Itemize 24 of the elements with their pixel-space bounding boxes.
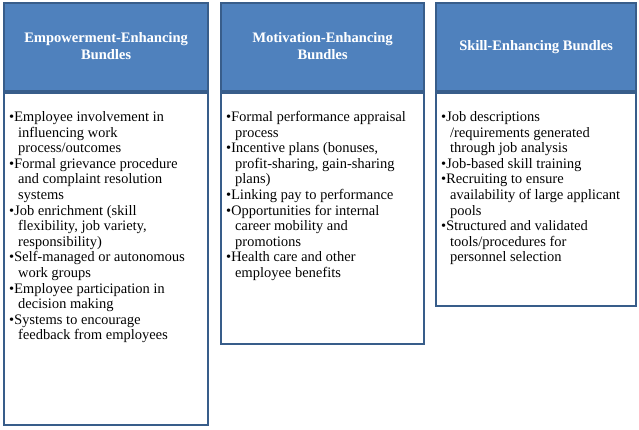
bullet-item: •Systems to encourage feedback from employees: [9, 312, 169, 344]
bullet-item: •Structured and validated tools/procedures for personnel selection: [441, 219, 589, 266]
bullet-item: •Health care and other employee benefits: [226, 250, 356, 282]
bullet-item: •Self-managed or autonomous work groups: [9, 250, 186, 282]
bundle-header-box: [220, 2, 425, 92]
bullet-item: •Recruiting to ensure availability of large applicant pools: [441, 172, 621, 220]
bullet-item: •Formal grievance procedure and complaint resolution systems: [9, 156, 179, 204]
bullet-item: •Employee involvement in influencing work process/outcomes: [9, 110, 165, 157]
bullet-item: •Job-based skill training: [441, 156, 582, 172]
bullet-item: •Incentive plans (bonuses, profit-sharing, gain-sharing plans): [226, 141, 396, 188]
header-text: Empowerment-Enhancing Bundles: [23, 30, 189, 64]
bullet-item: •Employee participation in decision making: [9, 282, 166, 313]
header-text: Skill-Enhancing Bundles: [459, 38, 613, 56]
bullet-item: •Linking pay to performance: [226, 188, 394, 204]
practice-list-box: [435, 92, 637, 307]
bullet-item: •Formal performance appraisal process: [226, 110, 407, 142]
bullet-item: •Job enrichment (skill flexibility, job variety, responsibility): [9, 204, 148, 250]
bundle-header-box: [3, 2, 209, 92]
bundle-header-box: [435, 2, 637, 92]
bullet-item: •Opportunities for internal career mobility and promotions: [226, 204, 380, 250]
practice-list-box: [220, 92, 425, 345]
bullet-item: •Job descriptions /requirements generated through job analysis: [441, 110, 591, 157]
practice-list-box: [3, 92, 209, 426]
header-text: Motivation-Enhancing Bundles: [251, 30, 394, 64]
